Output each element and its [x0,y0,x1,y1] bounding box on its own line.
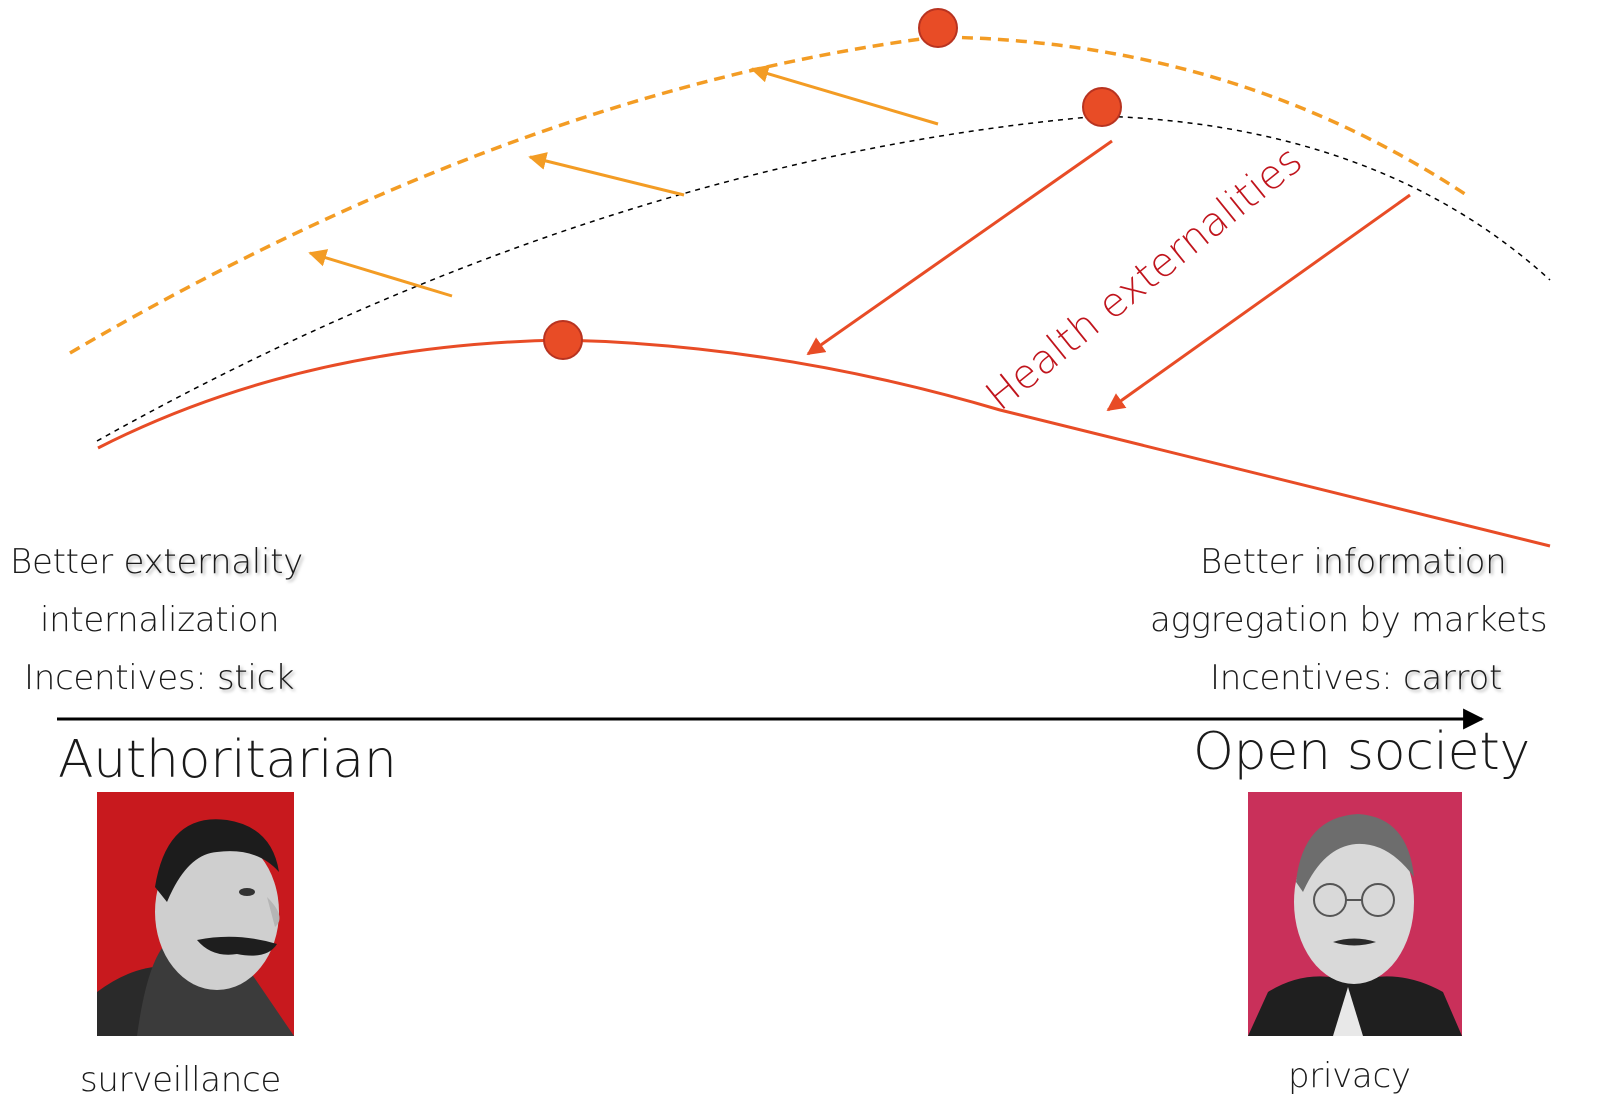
baseline-frontier-curve [96,115,1551,442]
stalin-portrait [97,792,294,1036]
optimum-dot-health [543,320,583,360]
externality-arrow-1 [806,139,1113,356]
improved-frontier-curve [69,35,1466,355]
left-label-line-1: Better externality [10,542,303,582]
health-frontier-curve [97,338,1551,548]
right-label-line-2: aggregation by markets [1150,600,1548,640]
privacy-caption: privacy [1288,1056,1411,1096]
optimum-dot-baseline [1082,87,1122,127]
health-externalities-label: Health externalities [977,137,1311,419]
surveillance-caption: surveillance [80,1060,282,1100]
optimum-dot-improved [918,8,958,48]
left-label-line-3: Incentives: stick [24,658,295,698]
right-label-line-3: Incentives: carrot [1210,658,1503,698]
shift-arrow-2 [528,152,685,197]
shift-arrow-1 [308,249,453,298]
authoritarian-pole-label: Authoritarian [58,730,397,790]
hayek-portrait [1248,792,1462,1036]
externality-arrow-2 [1106,193,1411,412]
left-label-line-2: internalization [40,600,280,640]
open-society-pole-label: Open society [1193,722,1530,782]
shift-arrow-3 [750,64,939,126]
right-label-line-1: Better information [1200,542,1507,582]
